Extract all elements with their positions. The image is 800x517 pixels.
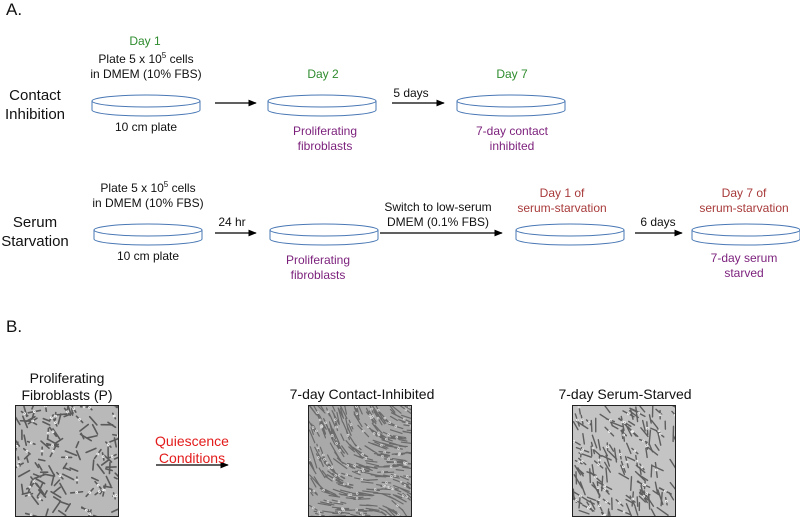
contact-dish-day7	[457, 95, 565, 116]
cell-streak	[382, 489, 391, 490]
quiescence-label-line1: Quiescence	[155, 433, 229, 450]
cell-streak	[637, 497, 638, 506]
cell-streak	[647, 422, 648, 435]
contact-dish-day1	[92, 95, 200, 116]
micrograph-serum-starved	[572, 405, 676, 517]
cell-streak	[591, 421, 592, 432]
cell-streak	[581, 448, 582, 457]
panel-b-proliferating-line1: Proliferating	[30, 370, 105, 387]
serum-dish-proliferating	[270, 224, 378, 245]
section-b-label: B.	[6, 319, 22, 334]
micrograph-proliferating	[15, 405, 119, 517]
cell-streak	[631, 477, 632, 491]
cell-streak	[351, 493, 364, 494]
micrograph-serum-starved-image	[573, 406, 676, 517]
cell-streak	[385, 459, 393, 460]
panel-b-proliferating-line2: Fibroblasts (P)	[21, 387, 112, 404]
serum-dish-day1	[516, 224, 624, 245]
quiescence-label-line2: Conditions	[159, 450, 225, 467]
cell-streak	[72, 409, 73, 415]
cell-streak	[116, 407, 119, 408]
cell-streak	[109, 463, 110, 474]
cell-highlight	[118, 479, 119, 481]
cell-streak	[57, 414, 66, 415]
contact-dish-day2	[268, 95, 376, 116]
cell-streak	[329, 516, 345, 517]
cell-streak	[651, 465, 652, 477]
cell-streak	[93, 460, 94, 470]
cell-highlight	[674, 414, 676, 416]
panel-b-serum-title: 7-day Serum-Starved	[558, 386, 691, 403]
micrograph-contact-inhibited-image	[309, 406, 412, 517]
cell-streak	[573, 489, 574, 499]
panel-b-contact-title: 7-day Contact-Inhibited	[290, 386, 435, 403]
micrograph-contact-inhibited	[308, 405, 412, 517]
cell-highlight	[411, 489, 412, 491]
micrograph-proliferating-image	[16, 406, 119, 517]
cell-streak	[382, 482, 390, 483]
serum-dish-plate	[94, 224, 202, 245]
cell-streak	[48, 428, 49, 437]
serum-dish-day7	[692, 224, 800, 245]
cell-streak	[590, 469, 591, 483]
cell-highlight	[117, 435, 119, 437]
